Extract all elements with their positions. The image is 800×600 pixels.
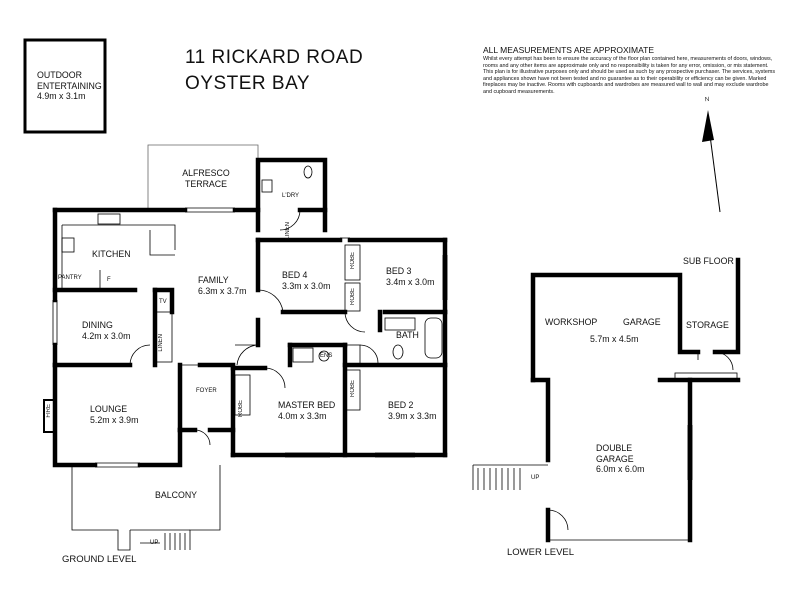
lower-up-label: UP <box>531 475 540 481</box>
disclaimer-body: Whilst every attempt has been to ensure … <box>483 56 776 95</box>
laundry-label: L'DRY <box>282 193 300 199</box>
family-label: FAMILY 6.3m x 3.7m <box>198 275 247 296</box>
ensuite-label: ENS <box>320 353 333 359</box>
balcony-outline <box>71 465 221 551</box>
robe-label-master: ROBE <box>238 400 244 418</box>
fireplace-outline <box>43 399 56 433</box>
master-bed-label: MASTER BED 4.0m x 3.3m <box>278 400 336 421</box>
pantry-label: PANTRY <box>58 275 82 281</box>
garage-label: GARAGE 5.7m x 4.5m <box>590 317 661 344</box>
bed4-label: BED 4 3.3m x 3.0m <box>282 270 331 291</box>
tv-label: TV <box>159 299 167 305</box>
fridge-label: F <box>107 277 111 283</box>
robe-label-bed3: ROBE <box>350 252 356 270</box>
storage-label: STORAGE <box>686 320 729 330</box>
foyer-label: FOYER <box>196 388 217 394</box>
lower-level-walls <box>530 257 741 543</box>
windows <box>52 207 448 468</box>
kitchen-label: KITCHEN <box>92 249 131 259</box>
lounge-label: LOUNGE 5.2m x 3.9m <box>90 404 139 425</box>
disclaimer-title: ALL MEASUREMENTS ARE APPROXIMATE <box>483 45 654 55</box>
kitchen-benches <box>61 213 176 290</box>
outdoor-entertaining-label: OUTDOOR ENTERTAINING 4.9m x 3.1m <box>37 70 102 101</box>
balcony-label: BALCONY <box>155 490 198 500</box>
lower-stairs <box>477 468 521 490</box>
compass-label: N <box>704 96 710 104</box>
balcony-stairs <box>140 533 186 550</box>
alfresco-terrace-label: ALFRESCO TERRACE <box>182 168 230 189</box>
ground-level-walls <box>52 157 448 468</box>
compass-arrowhead <box>702 110 714 142</box>
bath-fixtures <box>261 165 443 366</box>
balcony-up-label: UP <box>150 540 159 546</box>
outdoor-entertaining-outline <box>23 38 107 134</box>
robe-label-bed4: ROBE <box>350 288 356 306</box>
bath-label: BATH <box>396 330 419 340</box>
lower-level-label: LOWER LEVEL <box>507 547 575 558</box>
bed3-label: BED 3 3.4m x 3.0m <box>386 266 435 287</box>
linen-label-laundry: LINEN <box>285 222 291 240</box>
ground-level-label: GROUND LEVEL <box>62 554 137 565</box>
robe-label-bed2: ROBE <box>350 380 356 398</box>
dining-label: DINING 4.2m x 3.0m <box>82 320 131 341</box>
workshop-label: WORKSHOP <box>545 317 598 327</box>
lower-level-details <box>472 351 738 541</box>
bed2-label: BED 2 3.9m x 3.3m <box>388 400 437 421</box>
linen-label-dining: LINEN <box>158 334 164 352</box>
fire-label: FIRE <box>46 404 52 418</box>
alfresco-outline <box>147 144 259 210</box>
robe-outlines <box>154 244 361 416</box>
address-line-1: 11 RICKARD ROAD <box>185 47 364 68</box>
double-garage-label: DOUBLE GARAGE 6.0m x 6.0m <box>596 443 645 474</box>
address-line-2: OYSTER BAY <box>185 73 311 94</box>
door-swings <box>129 209 379 446</box>
sub-floor-label: SUB FLOOR <box>683 256 734 266</box>
